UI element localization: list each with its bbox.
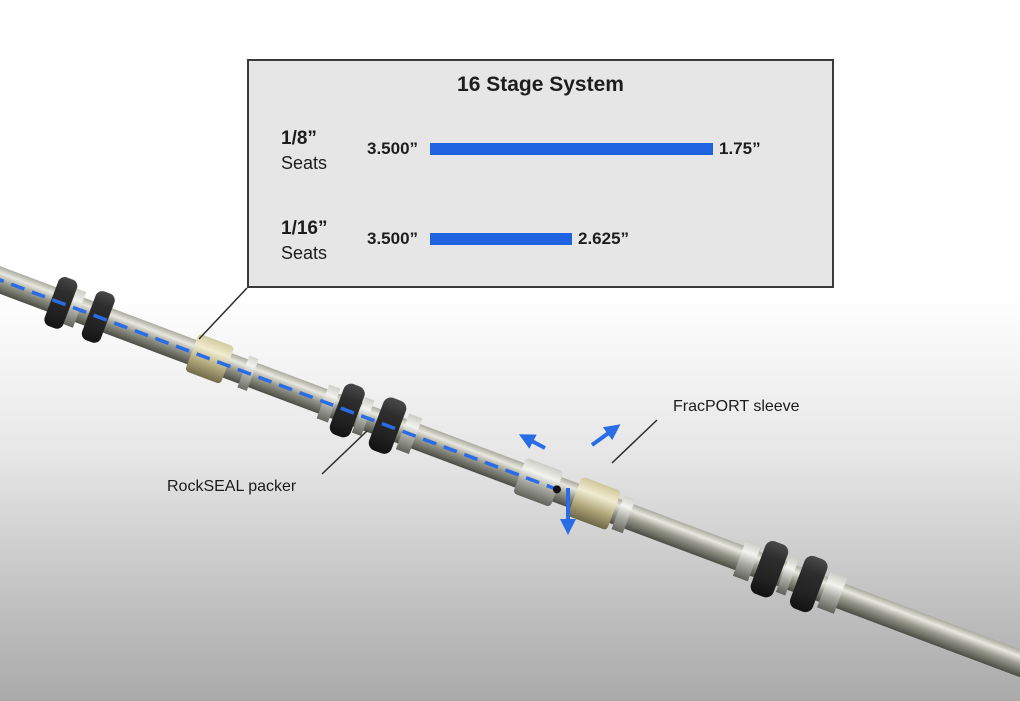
collar bbox=[732, 540, 762, 582]
seat-size-label-1-8: 1/8” Seats bbox=[281, 127, 327, 175]
row-start-value: 3.500” bbox=[367, 139, 419, 158]
seat-word: Seats bbox=[281, 243, 328, 263]
fracport-sleeve-label: FracPORT sleeve bbox=[673, 398, 800, 415]
seat-size-panel: 16 Stage System 1/8” Seats 3.500” 1.75” … bbox=[247, 59, 834, 288]
seat-fraction: 1/16” bbox=[281, 218, 328, 239]
flow-path bbox=[0, 274, 558, 491]
frac-flow-arrow-back bbox=[518, 434, 546, 450]
seat-fraction: 1/8” bbox=[281, 128, 317, 149]
rockseal-packer-label: RockSEAL packer bbox=[167, 478, 297, 495]
packer-element bbox=[750, 541, 789, 598]
panel-leader-line bbox=[198, 287, 248, 340]
seat-range-bar bbox=[430, 143, 713, 155]
packer-leader-line bbox=[321, 430, 368, 475]
collar bbox=[775, 556, 799, 596]
row-end-value: 1.75” bbox=[719, 139, 761, 158]
panel-title: 16 Stage System bbox=[457, 73, 624, 96]
row-end-value: 2.625” bbox=[578, 229, 630, 248]
fracport-sleeve bbox=[568, 477, 621, 530]
frac-flow-arrow-up bbox=[590, 424, 621, 447]
collar bbox=[817, 571, 848, 614]
seat-size-label-1-16: 1/16” Seats bbox=[281, 217, 327, 265]
sleeve-leader-line bbox=[611, 419, 658, 464]
collar bbox=[611, 495, 636, 534]
seat-range-bar bbox=[430, 233, 572, 245]
row-start-value: 3.500” bbox=[367, 229, 419, 248]
seat-word: Seats bbox=[281, 153, 328, 173]
frac-port-hole bbox=[552, 485, 561, 494]
packer-element bbox=[789, 555, 828, 613]
